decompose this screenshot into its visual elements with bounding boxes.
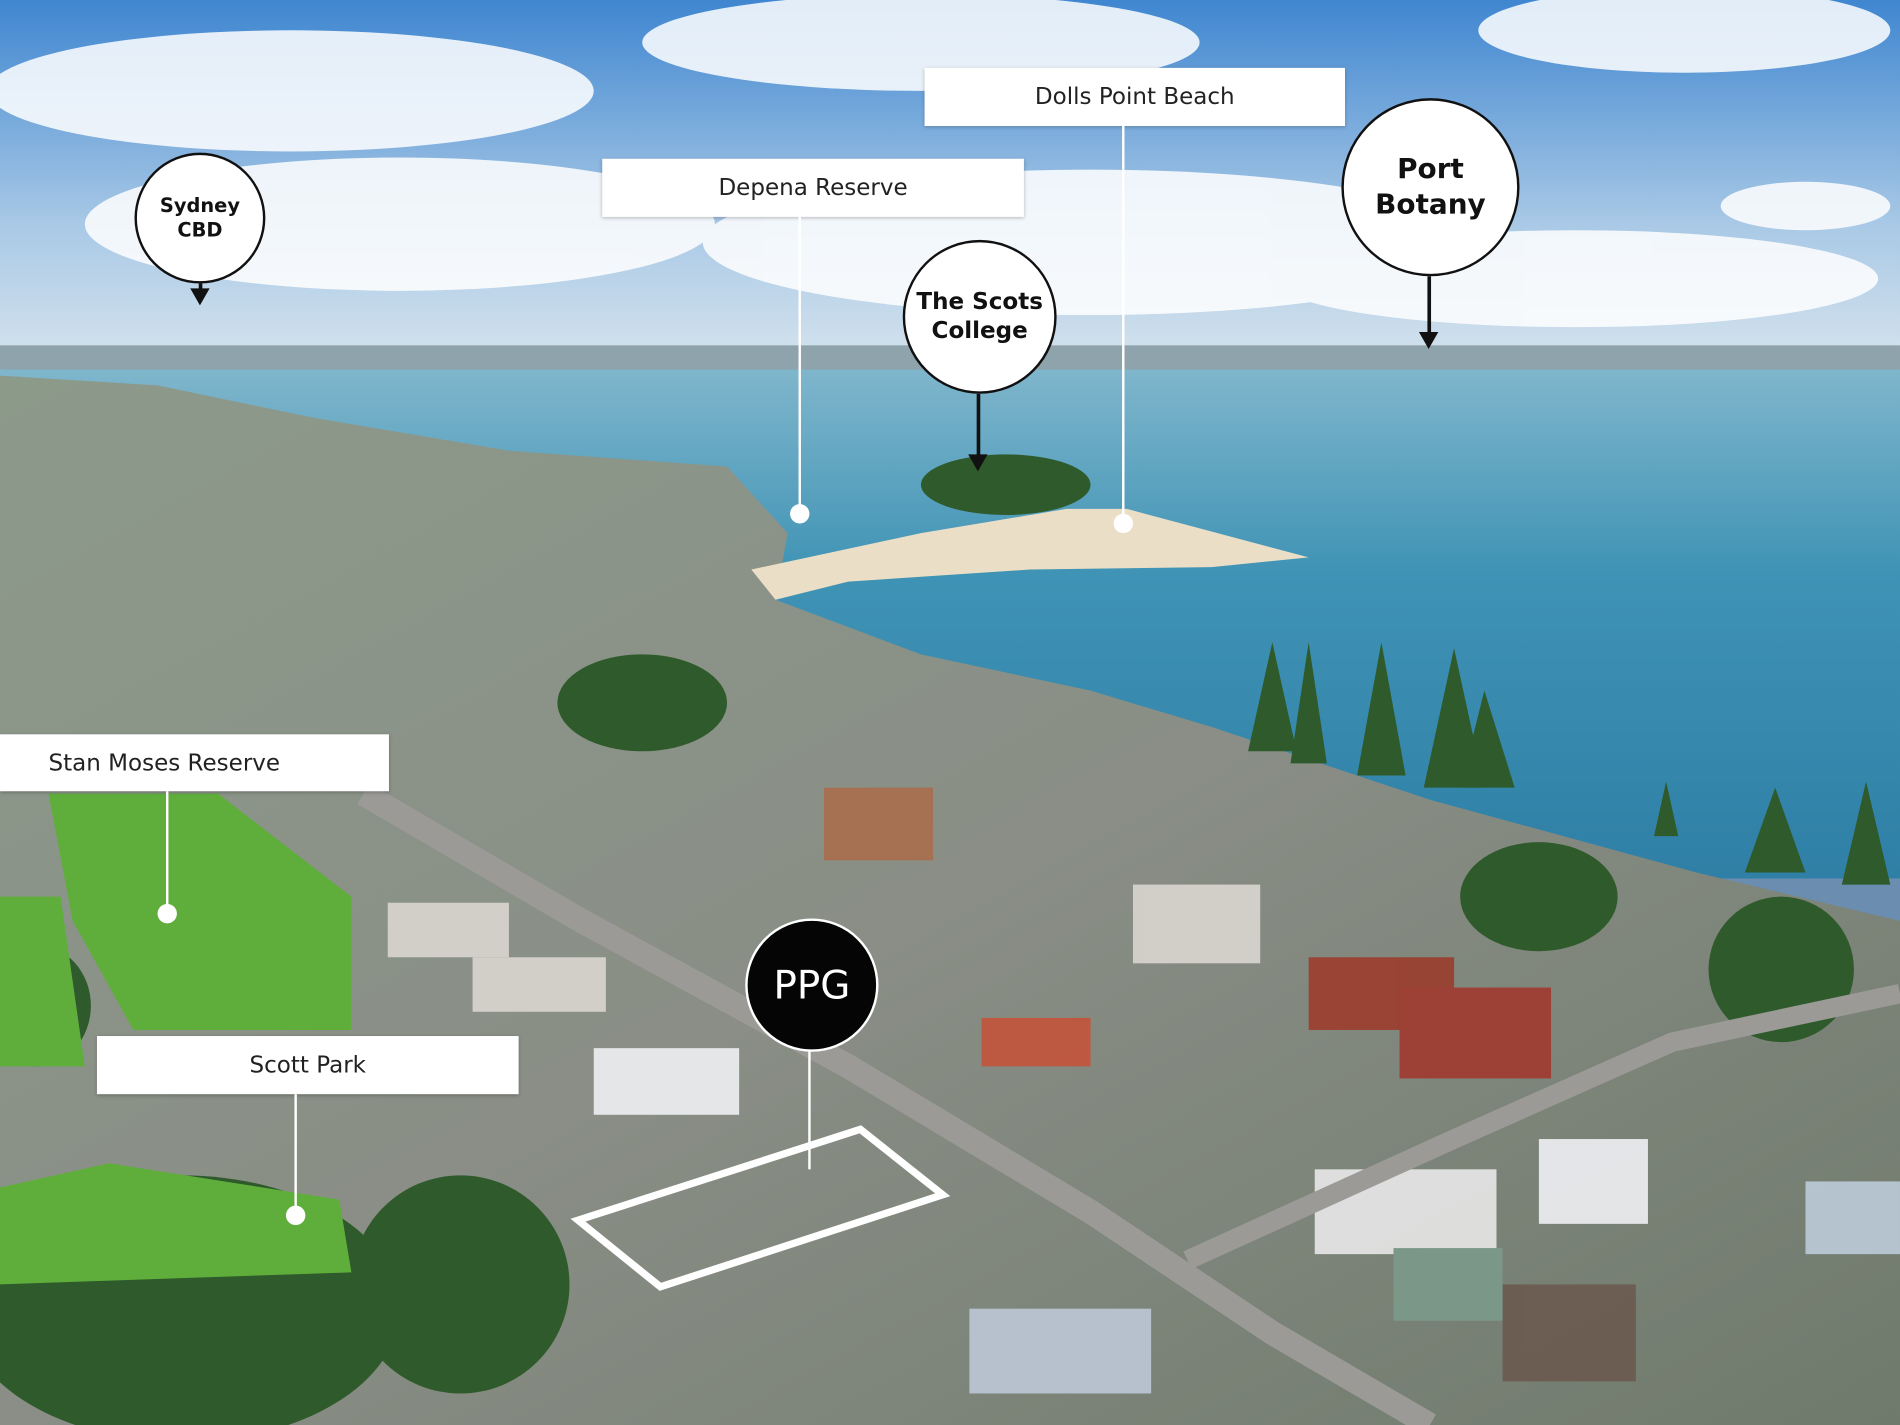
grass: [0, 793, 352, 1285]
scots-college-label: The Scots College: [916, 288, 1043, 344]
arrow-down-icon: [1418, 276, 1439, 349]
scots-college-marker: The Scots College: [902, 239, 1057, 394]
location-dot: [285, 1205, 306, 1226]
location-dot: [157, 903, 177, 924]
dolls-point-beach-label: Dolls Point Beach: [924, 67, 1346, 127]
location-dot: [790, 504, 810, 524]
sydney-cbd-marker: Sydney CBD: [134, 152, 266, 284]
pointer-line: [808, 1042, 811, 1170]
arrow-down-icon: [968, 393, 988, 472]
port-botany-marker: Port Botany: [1341, 98, 1520, 277]
port-botany-label: Port Botany: [1375, 153, 1486, 220]
ppg-label: PPG: [773, 962, 851, 1009]
arrow-down-icon: [190, 283, 210, 306]
pointer-line: [1122, 126, 1125, 517]
pointer-line: [294, 1094, 297, 1210]
houses: [387, 787, 1900, 1394]
location-dot: [1113, 513, 1133, 534]
street: [357, 783, 1436, 1425]
sydney-cbd-label: Sydney CBD: [159, 193, 240, 242]
property-boundary: [570, 1125, 951, 1291]
stan-moses-reserve-label: Stan Moses Reserve: [0, 734, 389, 792]
ppg-logo-marker: PPG: [745, 918, 879, 1052]
pointer-line: [166, 791, 169, 907]
street-2: [1183, 984, 1900, 1270]
beach: [751, 508, 1309, 600]
pointer-line: [798, 216, 801, 508]
scott-park-label: Scott Park: [96, 1036, 519, 1095]
depena-reserve-label: Depena Reserve: [602, 158, 1024, 217]
